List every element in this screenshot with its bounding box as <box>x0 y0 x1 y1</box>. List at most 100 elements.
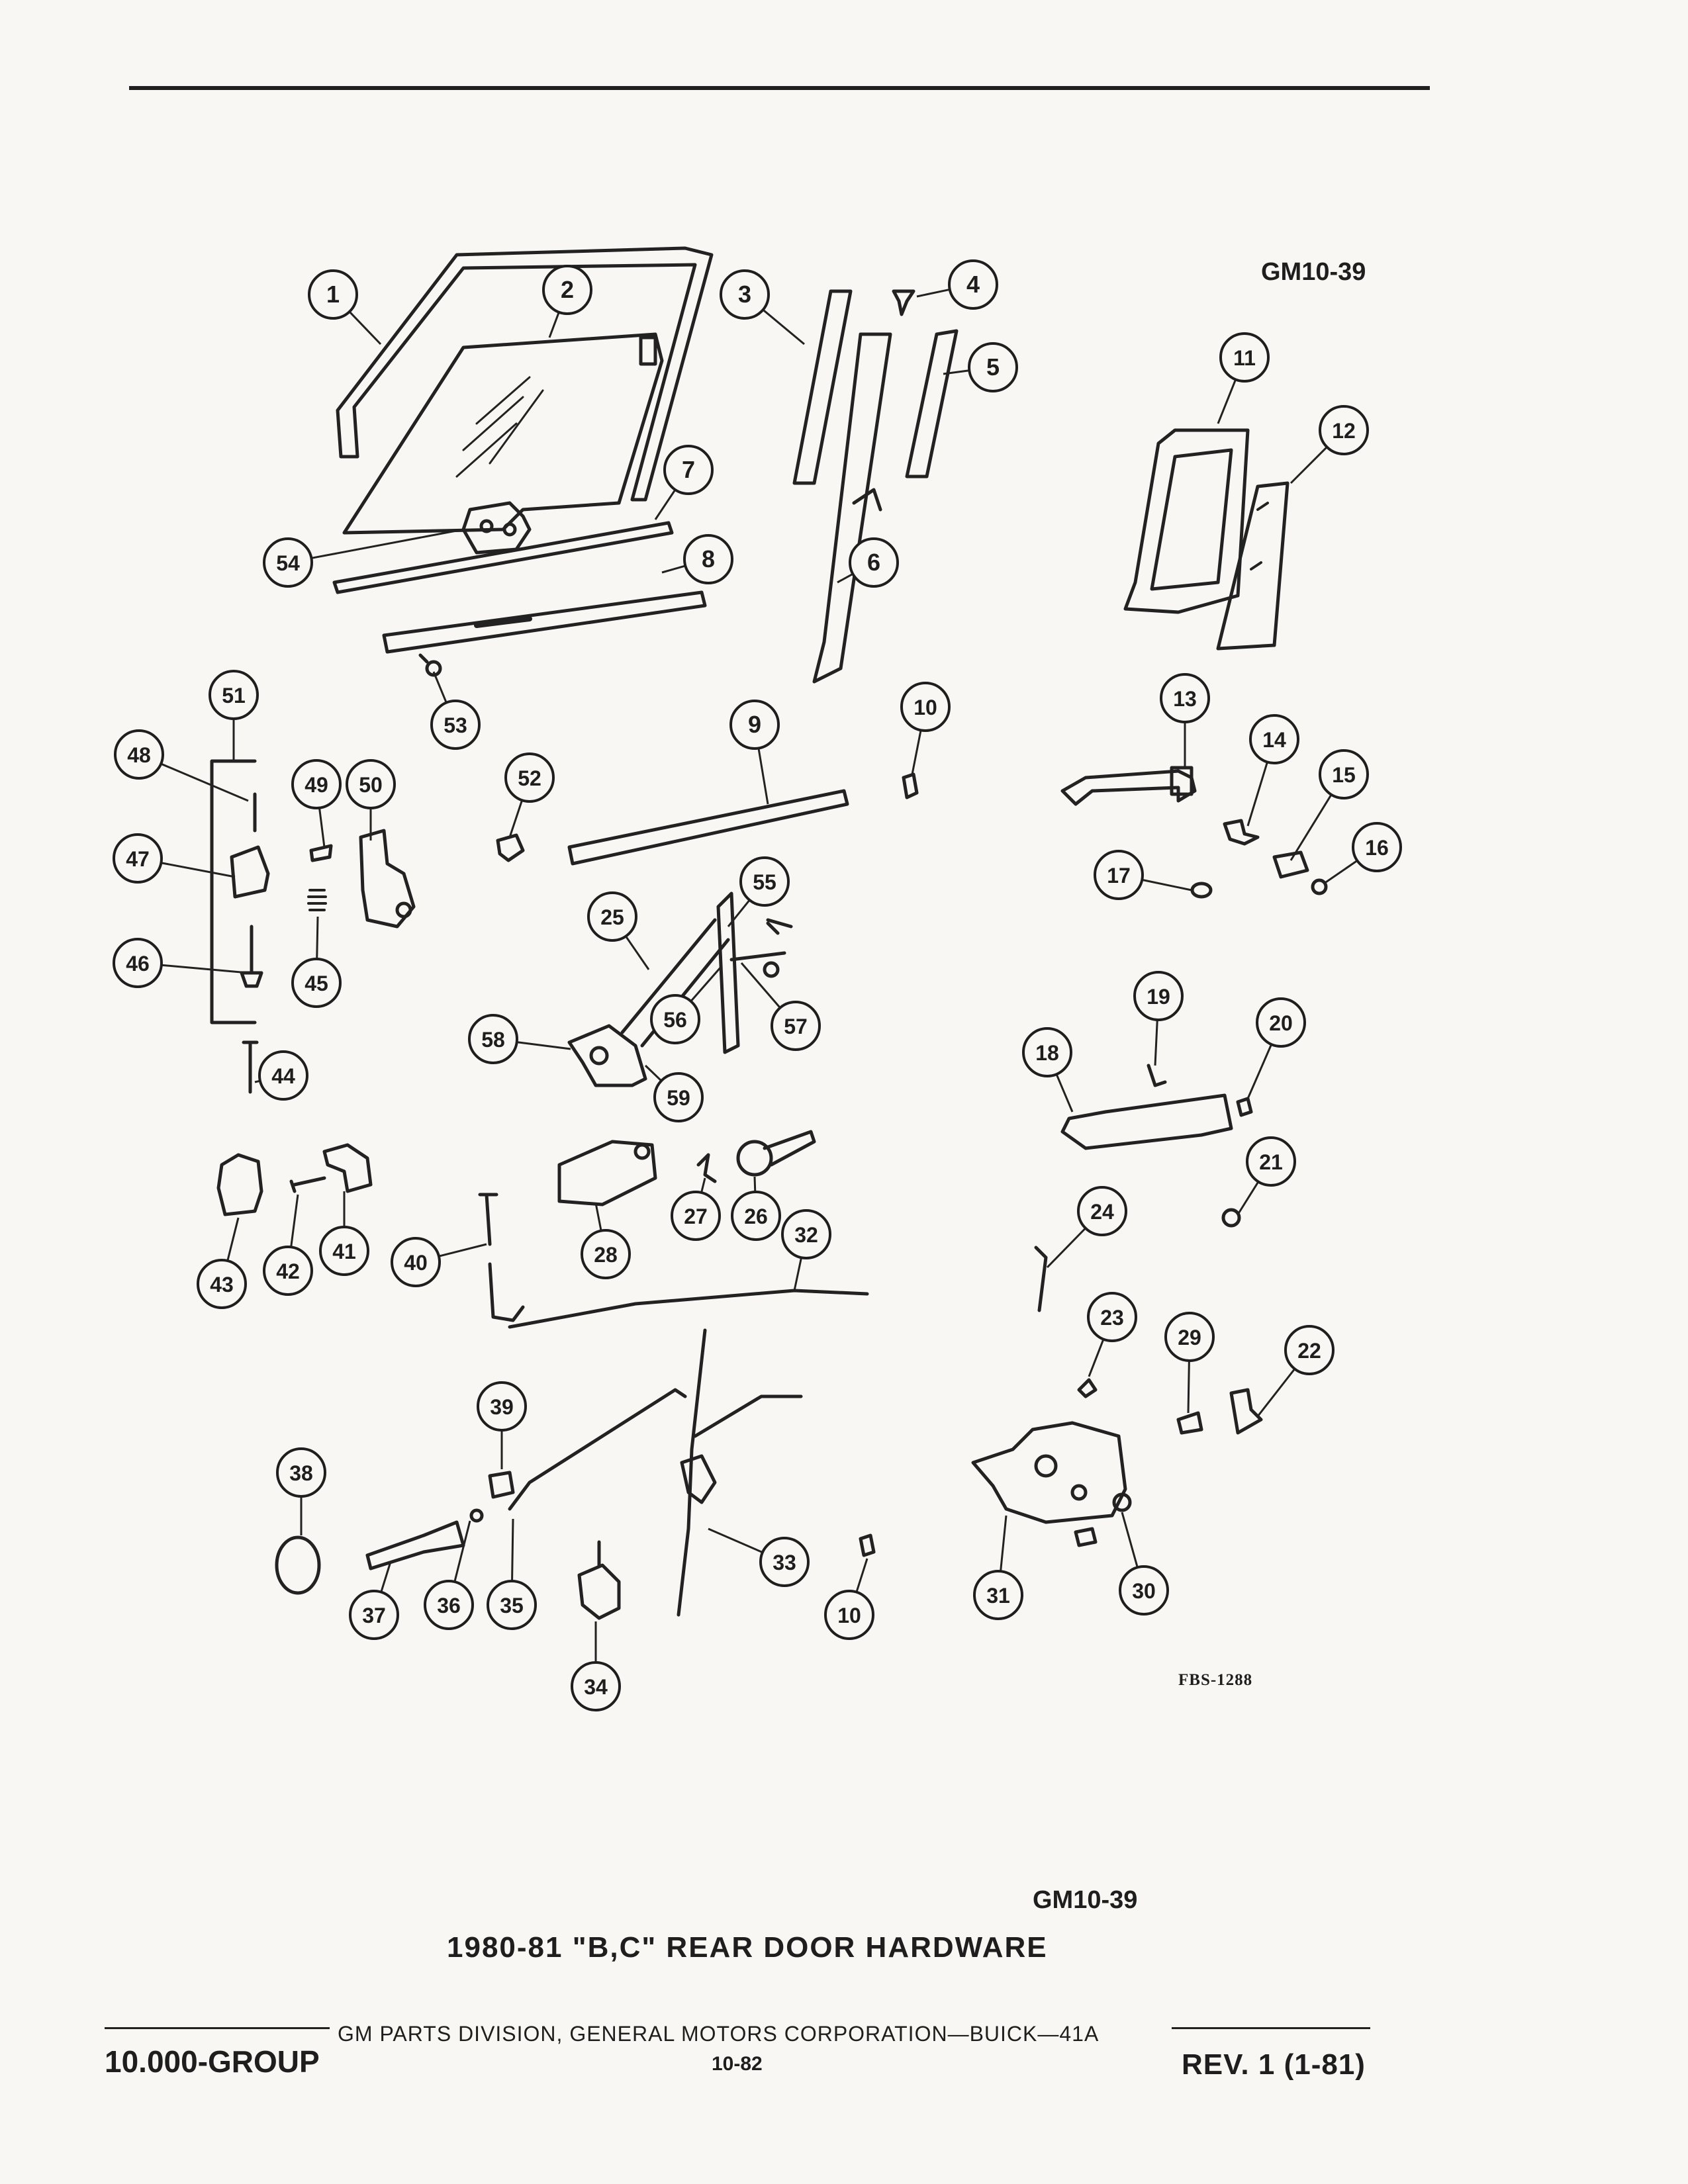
callout-circle <box>729 700 780 750</box>
leader-line <box>855 1558 868 1593</box>
part-clip-52 <box>496 833 525 862</box>
part-striker-bolt <box>1176 1411 1203 1435</box>
callout-circle <box>291 759 342 809</box>
part-window-regulator <box>567 891 793 1087</box>
callout-number: 44 <box>271 1064 295 1088</box>
part-screw-23 <box>1077 1378 1098 1398</box>
callout-number: 20 <box>1269 1011 1293 1035</box>
callout-circle <box>1119 1565 1169 1615</box>
callout-circle <box>587 891 637 942</box>
callout-number: 43 <box>210 1273 234 1297</box>
part-glass-run-seal <box>792 289 853 485</box>
figure-code-top: GM10-39 <box>1261 258 1366 286</box>
footer-group: 10.000-GROUP <box>105 2044 320 2079</box>
callout-17: 17 <box>1094 850 1144 900</box>
part-rod-clip-24 <box>1034 1246 1048 1312</box>
callout-number: 2 <box>561 276 574 303</box>
callout-circle <box>430 700 481 750</box>
callout-circle <box>424 1580 474 1630</box>
callout-circle <box>671 1191 721 1241</box>
callout-34: 34 <box>571 1661 621 1711</box>
callout-3: 3 <box>720 269 770 320</box>
header-rule <box>129 86 1430 90</box>
callout-number: 57 <box>784 1015 808 1038</box>
callout-number: 4 <box>966 271 980 298</box>
callout-14: 14 <box>1249 714 1299 764</box>
part-pin-40 <box>478 1193 498 1246</box>
part-gasket <box>1272 850 1309 879</box>
leader-line <box>1289 446 1328 484</box>
callout-7: 7 <box>663 445 714 495</box>
callout-6: 6 <box>849 537 899 588</box>
callout-circle <box>968 342 1018 392</box>
callout-number: 49 <box>305 773 328 797</box>
callout-number: 33 <box>773 1551 796 1574</box>
callout-18: 18 <box>1022 1027 1072 1077</box>
callout-circle <box>663 445 714 495</box>
callout-circle <box>113 833 163 884</box>
leader-line <box>508 799 524 838</box>
leader-line <box>1256 1368 1296 1417</box>
callout-circle <box>209 670 259 720</box>
part-clip-10-upper <box>902 772 919 799</box>
leader-line <box>911 730 922 775</box>
leader-line <box>161 862 236 878</box>
part-remote-control-rods <box>677 1328 803 1617</box>
callout-number: 46 <box>126 952 150 976</box>
leader-line <box>762 308 805 345</box>
callout-circle <box>1256 997 1306 1048</box>
callout-59: 59 <box>653 1072 704 1122</box>
callout-number: 36 <box>437 1594 461 1617</box>
callout-number: 41 <box>332 1240 356 1263</box>
part-outer-belt-strip <box>382 590 707 654</box>
part-stationary-window-frame <box>1123 428 1250 614</box>
callout-number: 38 <box>289 1461 313 1485</box>
callout-37: 37 <box>349 1590 399 1640</box>
leader-line <box>161 964 249 974</box>
callout-circle <box>1160 673 1210 723</box>
callout-circle <box>349 1590 399 1640</box>
callout-circle <box>477 1381 527 1432</box>
callout-number: 14 <box>1262 728 1286 752</box>
callout-51: 51 <box>209 670 259 720</box>
callout-circle <box>319 1226 369 1276</box>
leader-line <box>453 1520 471 1582</box>
callout-circle <box>1219 332 1270 383</box>
callout-circle <box>653 1072 704 1122</box>
callout-13: 13 <box>1160 673 1210 723</box>
part-inside-handle <box>1060 1064 1253 1150</box>
footer-publisher: GM PARTS DIVISION, GENERAL MOTORS CORPOR… <box>338 2022 1100 2046</box>
part-division-channel <box>812 332 892 684</box>
part-clip-10-lower <box>859 1533 876 1557</box>
callout-circle <box>276 1447 326 1498</box>
callout-number: 30 <box>1132 1579 1156 1603</box>
callout-40: 40 <box>391 1237 441 1287</box>
callout-23: 23 <box>1087 1292 1137 1342</box>
callout-circle <box>542 265 592 315</box>
leader-line <box>1187 1360 1190 1414</box>
leader-line <box>318 807 326 848</box>
leader-line <box>1323 860 1358 885</box>
callout-circle <box>581 1229 631 1279</box>
callout-number: 23 <box>1100 1306 1124 1330</box>
callout-number: 25 <box>600 905 624 929</box>
callout-circle <box>1284 1325 1335 1375</box>
callout-circle <box>824 1590 874 1640</box>
callout-number: 19 <box>1147 985 1170 1009</box>
callout-number: 8 <box>702 545 715 572</box>
callout-number: 22 <box>1297 1339 1321 1363</box>
callout-circle <box>900 682 951 732</box>
callout-number: 52 <box>518 766 541 790</box>
callout-circle <box>1077 1186 1127 1236</box>
leader-line <box>1121 1512 1139 1568</box>
callout-31: 31 <box>973 1570 1023 1620</box>
callout-22: 22 <box>1284 1325 1335 1375</box>
callout-circle <box>114 729 164 780</box>
callout-number: 58 <box>481 1028 505 1052</box>
leader-line <box>644 1064 663 1082</box>
leader-line <box>548 312 560 338</box>
callout-15: 15 <box>1319 749 1369 799</box>
callout-24: 24 <box>1077 1186 1127 1236</box>
callout-10: 10 <box>824 1590 874 1640</box>
